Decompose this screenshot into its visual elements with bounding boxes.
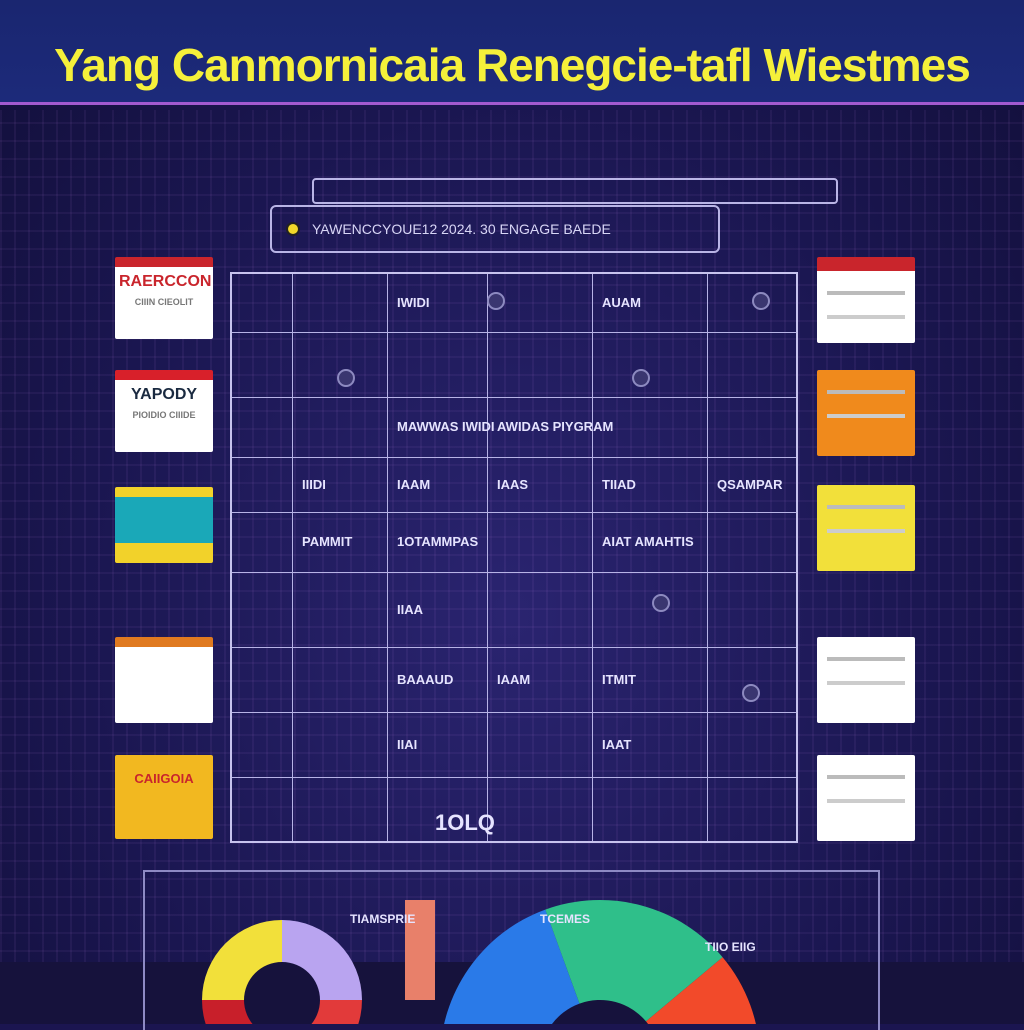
sun-icon [286, 222, 300, 236]
donut-segment [311, 1000, 362, 1024]
bottom-label-1: TCEMES [540, 912, 591, 926]
table-cell: QSAMPAR [717, 476, 783, 492]
bar-mark [405, 900, 435, 1000]
left-card[interactable] [115, 637, 213, 723]
card-line [827, 291, 905, 295]
header: Yang Canmornicaia Renegcie-tafl Wiestmes [0, 0, 1024, 105]
card-line [827, 315, 905, 319]
table-cell: IIAI [397, 736, 418, 752]
right-card[interactable] [817, 257, 915, 343]
table-cell: BAAAUD [397, 671, 454, 687]
card-line [827, 681, 905, 685]
bottom-label-2: TIAMSPRIE [350, 912, 416, 926]
grid-row-line [232, 572, 796, 573]
donut-segment [282, 920, 362, 1000]
card-line [827, 505, 905, 509]
donut-segment [202, 1000, 253, 1024]
card-line [827, 390, 905, 394]
table-cell: IIAA [397, 601, 423, 617]
table-cell: IWIDI [397, 295, 430, 310]
circle-icon[interactable] [487, 292, 505, 310]
table-cell: IAAM [397, 476, 431, 492]
table-cell: IAAS [497, 476, 529, 492]
table-cell: AIAT AMAHTIS [602, 534, 694, 549]
table-cell: ITMIT [602, 671, 636, 687]
card-line [827, 529, 905, 533]
grid-row-line [232, 777, 796, 778]
card-title: CAIIGOIA [134, 771, 194, 786]
left-card[interactable]: CAIIGOIA [115, 755, 213, 839]
grid-col-line [387, 274, 388, 841]
grid-col-line [487, 274, 488, 841]
circle-icon[interactable] [742, 684, 760, 702]
arc-segment [646, 957, 756, 1024]
table-cell: TIIAD [602, 476, 636, 492]
page-title: Yang Canmornicaia Renegcie-tafl Wiestmes [54, 39, 971, 91]
right-card[interactable] [817, 485, 915, 571]
grid-row-line [232, 647, 796, 648]
card-line [827, 657, 905, 661]
grid-row-line [232, 397, 796, 398]
grid-row-line [232, 712, 796, 713]
table-cell: 1OTAMMPAS [397, 534, 479, 549]
grid-row-line [232, 512, 796, 513]
search-bar[interactable]: YAWENCCYOUE12 2024. 30 ENGAGE BAEDE [270, 205, 720, 253]
grid-row-line [232, 332, 796, 333]
arc-segment [545, 899, 723, 1022]
table-cell: PAMMIT [302, 534, 353, 549]
right-card[interactable] [817, 370, 915, 456]
left-card[interactable]: RAERCCON CIIIN CIEOLIT [115, 257, 213, 339]
card-line [827, 414, 905, 418]
grid-col-line [707, 274, 708, 841]
bottom-panel [143, 870, 880, 1030]
card-title: YAPODY [130, 386, 198, 403]
grid-row-line [232, 457, 796, 458]
circle-icon[interactable] [632, 369, 650, 387]
search-text: YAWENCCYOUE12 2024. 30 ENGAGE BAEDE [312, 221, 611, 237]
card-title: RAERCCON [119, 273, 212, 290]
table-footer: 1OLQ [435, 810, 495, 835]
circle-icon[interactable] [652, 594, 670, 612]
card-subtitle: PIOIDIO CIIIDE [132, 410, 196, 420]
bottom-label-3: TIIO EIIG [705, 940, 756, 954]
table-cell: IAAT [602, 736, 632, 752]
left-card[interactable]: YAPODY PIOIDIO CIIIDE [115, 370, 213, 452]
left-card[interactable] [115, 487, 213, 563]
table-cell: MAWWAS IWIDI [397, 419, 495, 434]
card-subtitle: CIIIN CIEOLIT [134, 297, 194, 307]
top-bar [312, 178, 838, 204]
circle-icon[interactable] [337, 369, 355, 387]
right-card[interactable] [817, 637, 915, 723]
table-cell: AWIDAS PIYGRAM [497, 419, 614, 434]
circle-icon[interactable] [752, 292, 770, 310]
right-card[interactable] [817, 755, 915, 841]
table-cell: IIIDI [302, 476, 326, 492]
card-line [827, 799, 905, 803]
table-cell: IAAM [497, 671, 531, 687]
grid-col-line [592, 274, 593, 841]
grid-col-line [292, 274, 293, 841]
arc-segment [444, 909, 580, 1024]
card-line [827, 775, 905, 779]
table-cell: AUAM [602, 295, 641, 310]
donut-segment [202, 920, 282, 1000]
